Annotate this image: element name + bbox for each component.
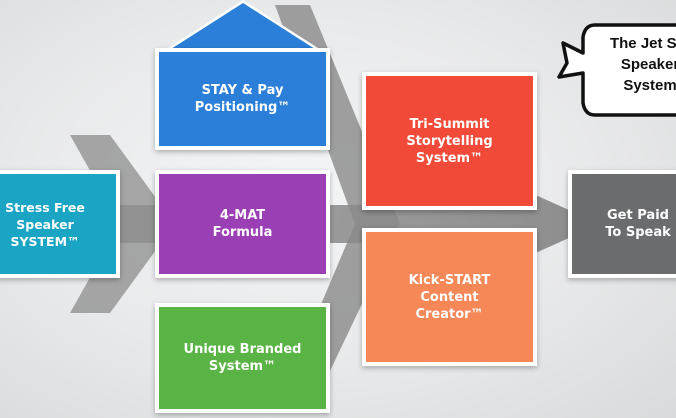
stress-free-speaker-system-box: Stress Free Speaker SYSTEM™ [0, 170, 120, 278]
jet-set-speech-bubble: The Jet Set Speaker System [555, 15, 676, 130]
jet-set-title: The Jet Set Speaker System [609, 35, 676, 94]
stay-pay-label: STAY & Pay Positioning™ [194, 83, 291, 115]
get-paid-to-speak-box: Get Paid To Speak [568, 170, 676, 278]
house-roof [171, 3, 315, 49]
tri-summit-label: Tri-Summit Storytelling System™ [406, 116, 493, 166]
speech-bubble-icon [557, 23, 676, 117]
get-paid-label: Get Paid To Speak [605, 208, 671, 240]
unique-branded-system-box: Unique Branded System™ [155, 303, 330, 413]
kick-start-label: Kick-START Content Creator™ [408, 272, 491, 322]
unique-branded-label: Unique Branded System™ [183, 342, 302, 374]
four-mat-formula-box: 4-MAT Formula [155, 170, 330, 278]
kick-start-content-creator-box: Kick-START Content Creator™ [362, 228, 537, 366]
tri-summit-storytelling-box: Tri-Summit Storytelling System™ [362, 72, 537, 210]
stay-pay-positioning-box: STAY & Pay Positioning™ [155, 48, 330, 150]
four-mat-label: 4-MAT Formula [212, 208, 273, 240]
stress-free-label: Stress Free Speaker SYSTEM™ [5, 199, 85, 249]
